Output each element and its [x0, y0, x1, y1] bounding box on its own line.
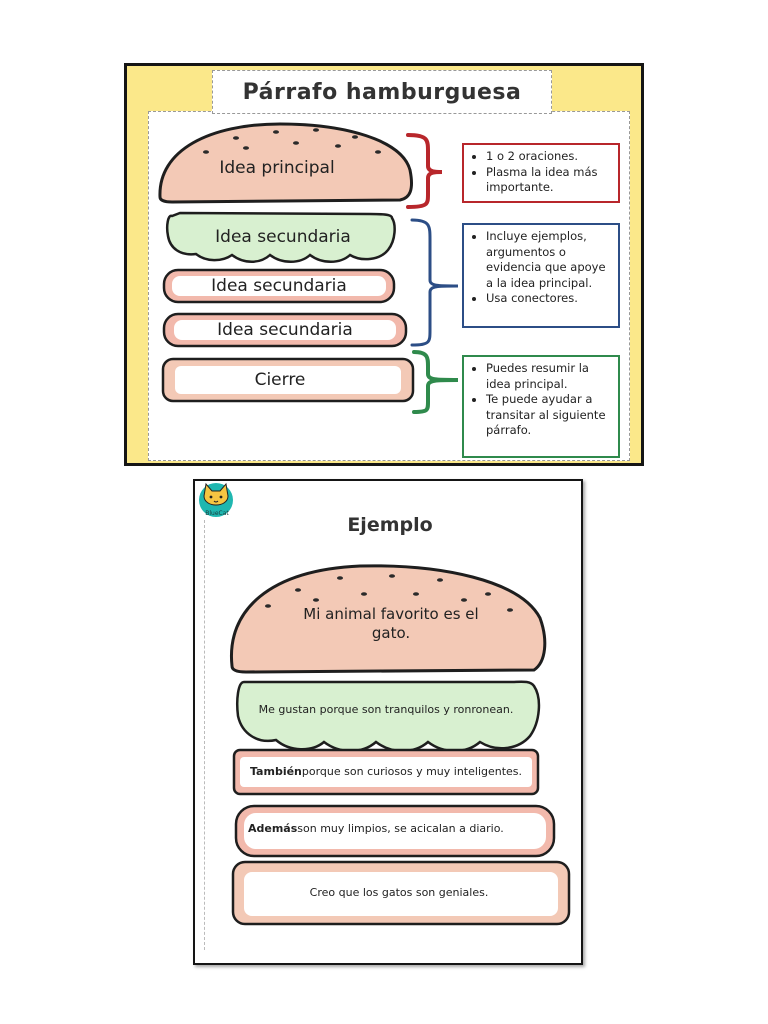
layer-label-secondary-1: Idea secundaria — [215, 226, 351, 247]
lettuce-shape — [165, 211, 396, 263]
layer-label-secondary-3: Idea secundaria — [217, 319, 353, 340]
cat-logo-icon — [199, 482, 233, 517]
example-secondary-2: También porque son curiosos y muy inteli… — [240, 762, 532, 782]
note-secondary-item: Usa conectores. — [486, 291, 612, 307]
sesame-seeds — [203, 128, 381, 154]
note-main-idea-item: 1 o 2 oraciones. — [486, 149, 612, 165]
note-main-idea: 1 o 2 oraciones. Plasma la idea más impo… — [462, 143, 620, 203]
note-closing-item: Puedes resumir la idea principal. — [486, 361, 612, 392]
red-bracket-icon — [406, 133, 443, 209]
example-margin-line — [204, 520, 207, 950]
layer-label-closing: Cierre — [254, 369, 306, 390]
blue-bracket-icon — [410, 218, 459, 347]
note-main-idea-item: Plasma la idea más importante. — [486, 165, 612, 196]
sentence-text: porque son curiosos y muy inteligentes. — [301, 765, 523, 779]
note-closing-item: Te puede ayudar a transitar al siguiente… — [486, 392, 612, 439]
top-bun-shape — [158, 122, 414, 204]
example-closing: Creo que los gatos son geniales. — [309, 886, 489, 900]
example-top-bun-shape — [229, 564, 547, 674]
note-secondary-ideas: Incluye ejemplos, argumentos o evidencia… — [462, 223, 620, 328]
connector-word: Además — [248, 822, 298, 836]
green-bracket-icon — [412, 350, 459, 414]
layer-label-main-idea: Idea principal — [219, 157, 335, 178]
example-sesame-seeds — [265, 574, 513, 612]
example-title: Ejemplo — [347, 514, 433, 536]
example-secondary-3: Además son muy limpios, se acicalan a di… — [246, 819, 538, 839]
layer-label-secondary-2: Idea secundaria — [211, 275, 347, 296]
note-secondary-item: Incluye ejemplos, argumentos o evidencia… — [486, 229, 612, 291]
logo-caption: BlueCat — [205, 510, 229, 517]
example-secondary-1: Me gustan porque son tranquilos y ronron… — [258, 703, 514, 717]
example-main-idea: Mi animal favorito es el gato. — [303, 605, 479, 642]
note-closing: Puedes resumir la idea principal. Te pue… — [462, 355, 620, 458]
connector-word: También — [249, 765, 302, 779]
guide-title: Párrafo hamburguesa — [212, 70, 552, 114]
sentence-text: son muy limpios, se acicalan a diario. — [297, 822, 504, 836]
